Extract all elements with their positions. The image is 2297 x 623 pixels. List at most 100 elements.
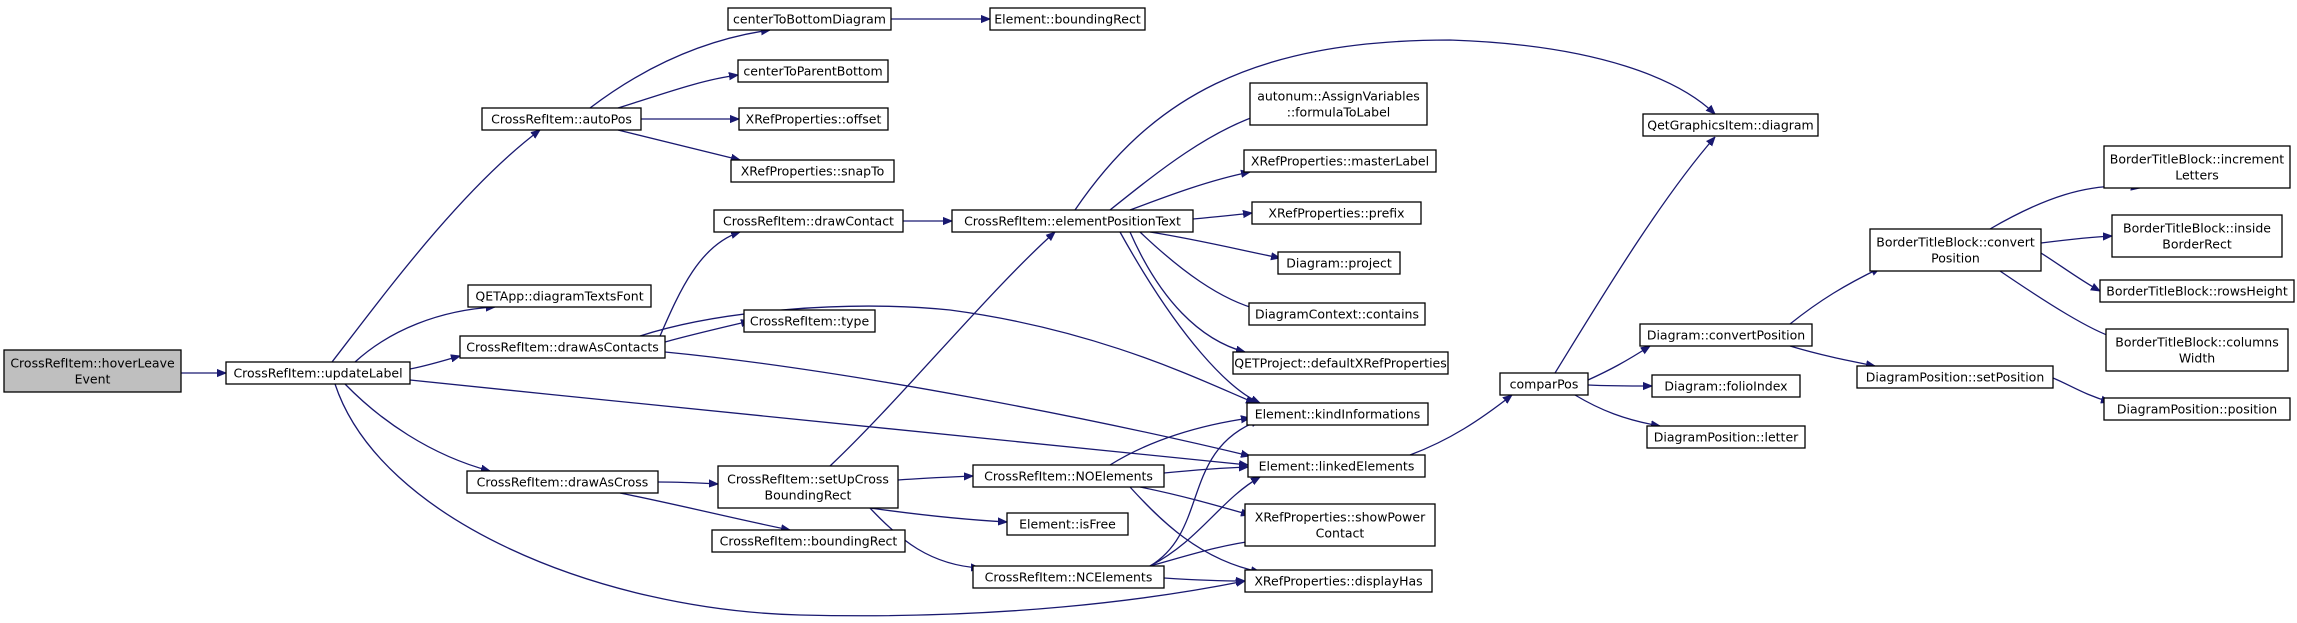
edge-no-elements-to-linked-elements <box>1163 467 1248 474</box>
edge-line <box>1149 231 1280 258</box>
node-position-letter[interactable]: DiagramPosition::letter <box>1646 425 1806 449</box>
node-cross-bounding-rect[interactable]: CrossRefItem::boundingRect <box>711 529 906 553</box>
edge-line <box>1574 394 1660 426</box>
node-label: QETApp::diagramTextsFont <box>475 289 643 304</box>
node-box <box>1642 113 1819 137</box>
node-label: QetGraphicsItem::diagram <box>1647 118 1814 133</box>
node-element-bounding-rect[interactable]: Element::boundingRect <box>989 7 1146 31</box>
node-cross-ref-type[interactable]: CrossRefItem::type <box>743 309 876 333</box>
node-label: Letters <box>2175 168 2219 183</box>
edge-btb-convert-position-to-columns-width <box>1999 270 2115 338</box>
node-element-is-free[interactable]: Element::isFree <box>1006 512 1129 536</box>
edge-line <box>1129 172 1250 211</box>
node-diagram-project[interactable]: Diagram::project <box>1277 251 1401 275</box>
node-no-elements[interactable]: CrossRefItem::NOElements <box>972 464 1165 488</box>
node-set-position[interactable]: DiagramPosition::setPosition <box>1856 365 2054 389</box>
edge-element-position-text-to-default-xref-properties <box>1129 231 1245 352</box>
edge-auto-pos-to-center-to-parent-bottom <box>617 75 738 109</box>
node-box <box>1651 374 1801 398</box>
node-context-contains[interactable]: DiagramContext::contains <box>1248 302 1426 326</box>
node-box <box>1856 365 2054 389</box>
edge-update-label-to-diagram-texts-font <box>354 307 495 363</box>
edge-auto-pos-to-center-to-bottom-diagram <box>589 30 770 109</box>
node-label: Event <box>75 372 111 387</box>
node-btb-convert-position[interactable]: BorderTitleBlock::convertPosition <box>1869 228 2042 272</box>
node-kind-informations[interactable]: Element::kindInformations <box>1246 402 1429 426</box>
node-label: Contact <box>1316 526 1365 541</box>
node-label: Element::kindInformations <box>1255 407 1421 422</box>
edge-line <box>409 356 460 370</box>
node-element-position-text[interactable]: CrossRefItem::elementPositionText <box>951 209 1194 233</box>
node-xref-snap-to[interactable]: XRefProperties::snapTo <box>730 159 895 183</box>
node-linked-elements[interactable]: Element::linkedElements <box>1247 454 1426 478</box>
edge-compar-pos-to-position-letter <box>1574 394 1660 426</box>
edge-no-elements-to-show-power-contact <box>1139 486 1250 515</box>
edge-element-position-text-to-master-label <box>1129 172 1250 211</box>
node-center-to-parent-bottom[interactable]: centerToParentBottom <box>737 59 889 83</box>
edge-line <box>1554 137 1715 374</box>
node-label: autonum::AssignVariables <box>1257 89 1420 104</box>
node-folio-index[interactable]: Diagram::folioIndex <box>1651 374 1801 398</box>
edge-element-position-text-to-context-contains <box>1139 231 1260 310</box>
edge-set-up-cross-bounding-rect-to-nc-elements <box>869 507 980 568</box>
edge-update-label-to-draw-as-contacts <box>409 356 460 370</box>
edge-line <box>1149 477 1260 567</box>
node-label: comparPos <box>1510 377 1579 392</box>
edge-btb-convert-position-to-rows-height <box>2040 252 2100 291</box>
node-label: BorderRect <box>2162 237 2232 252</box>
node-graphics-diagram[interactable]: QetGraphicsItem::diagram <box>1642 113 1819 137</box>
node-box <box>2111 214 2283 258</box>
node-box <box>466 470 659 494</box>
node-compar-pos[interactable]: comparPos <box>1499 372 1589 396</box>
node-box <box>713 209 904 233</box>
edge-line <box>1192 213 1252 220</box>
edge-line <box>1139 486 1250 515</box>
node-label: QETProject::defaultXRefProperties <box>1234 356 1447 371</box>
node-master-label[interactable]: XRefProperties::masterLabel <box>1243 149 1437 173</box>
node-rows-height[interactable]: BorderTitleBlock::rowsHeight <box>2099 279 2295 303</box>
node-label: BorderTitleBlock::columns <box>2115 335 2278 350</box>
edge-line <box>1587 346 1650 381</box>
node-center-to-bottom-diagram[interactable]: centerToBottomDiagram <box>727 7 892 31</box>
edge-line <box>664 321 750 343</box>
node-diagram-texts-font[interactable]: QETApp::diagramTextsFont <box>467 284 652 308</box>
edge-update-label-to-auto-pos <box>331 130 540 363</box>
node-label: centerToParentBottom <box>743 64 882 79</box>
edge-line <box>1999 270 2115 338</box>
node-convert-position[interactable]: Diagram::convertPosition <box>1639 323 1813 347</box>
node-label: CrossRefItem::autoPos <box>491 112 632 127</box>
edge-line <box>639 305 1255 404</box>
edge-convert-position-to-set-position <box>1789 345 1875 366</box>
node-label: DiagramPosition::letter <box>1654 430 1799 445</box>
node-nc-elements[interactable]: CrossRefItem::NCElements <box>972 565 1165 589</box>
node-update-label[interactable]: CrossRefItem::updateLabel <box>225 361 411 385</box>
edge-update-label-to-draw-as-cross <box>344 383 490 471</box>
edge-line <box>657 482 718 484</box>
edge-set-up-cross-bounding-rect-to-element-is-free <box>869 507 1007 522</box>
node-default-xref-properties[interactable]: QETProject::defaultXRefProperties <box>1232 351 1449 375</box>
edge-compar-pos-to-folio-index <box>1587 385 1652 386</box>
node-formula-to-label[interactable]: autonum::AssignVariables::formulaToLabel <box>1249 82 1428 126</box>
node-display-has[interactable]: XRefProperties::displayHas <box>1244 569 1433 593</box>
edge-line <box>617 129 740 160</box>
node-draw-as-cross[interactable]: CrossRefItem::drawAsCross <box>466 470 659 494</box>
node-xref-prefix[interactable]: XRefProperties::prefix <box>1251 201 1422 225</box>
edge-convert-position-to-btb-convert-position <box>1789 267 1880 325</box>
node-auto-pos[interactable]: CrossRefItem::autoPos <box>481 107 642 131</box>
edge-line <box>331 130 540 363</box>
node-label: CrossRefItem::type <box>750 314 870 329</box>
edge-draw-as-contacts-to-linked-elements <box>664 351 1250 456</box>
node-xref-offset[interactable]: XRefProperties::offset <box>738 107 889 131</box>
edges-layer <box>181 19 2140 617</box>
node-label: CrossRefItem::setUpCross <box>727 472 889 487</box>
node-draw-as-contacts[interactable]: CrossRefItem::drawAsContacts <box>459 335 666 359</box>
node-draw-contact[interactable]: CrossRefItem::drawContact <box>713 209 904 233</box>
node-dp-position[interactable]: DiagramPosition::position <box>2103 397 2291 421</box>
edge-no-elements-to-display-has <box>1129 486 1260 572</box>
